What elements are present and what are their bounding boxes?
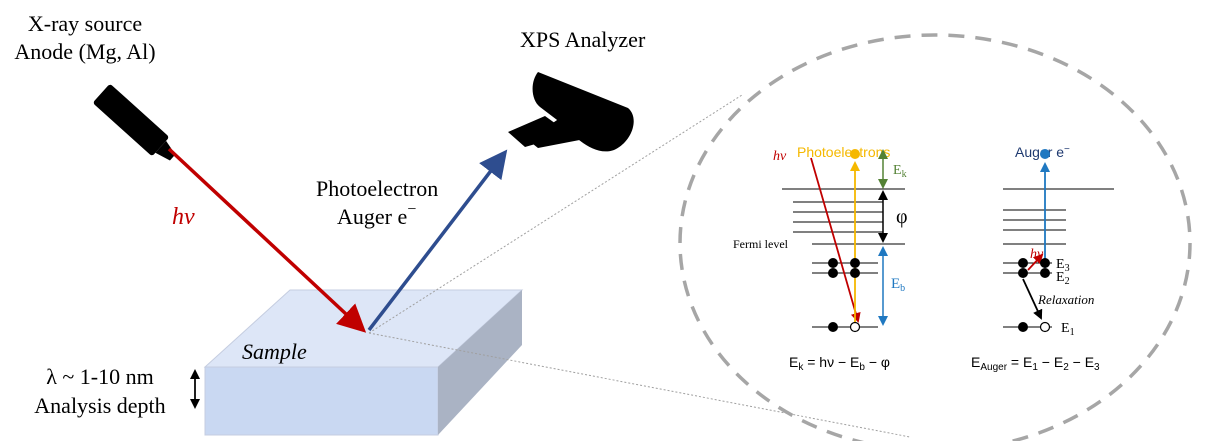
photo-emitted-electron <box>850 149 860 159</box>
analyzer-label: XPS Analyzer <box>520 27 646 52</box>
e1-label: E1 <box>1061 321 1075 338</box>
emission-label-line1: Photoelectron <box>316 176 438 201</box>
photo-core-hole <box>849 321 861 333</box>
relaxation-arrow <box>1022 278 1043 320</box>
xray-source-icon <box>93 84 176 161</box>
photo-title: Photoelectrons <box>797 144 890 160</box>
photo-ek-label: Ek <box>893 163 907 180</box>
auger-hv-label: hv <box>1030 247 1044 262</box>
xps-analyzer-icon <box>508 72 634 152</box>
zoom-line-top <box>368 94 743 334</box>
auger-core-hole <box>1039 321 1051 333</box>
photo-phi-label: φ <box>896 206 908 228</box>
e3-label: E3 <box>1056 257 1070 274</box>
relaxation-label: Relaxation <box>1037 292 1094 307</box>
source-label-line2: Anode (Mg, Al) <box>14 39 155 64</box>
photoelectron-panel: Photoelectrons hv Ek φ Eb <box>733 144 908 373</box>
source-label-line1: X-ray source <box>28 11 142 36</box>
zoom-ellipse <box>678 33 1192 441</box>
sample-label: Sample <box>242 339 307 364</box>
depth-label-line1: λ ~ 1-10 nm <box>46 364 154 389</box>
emitted-electron-arrow <box>367 149 508 332</box>
fermi-level-label: Fermi level <box>733 237 789 251</box>
photo-hv-arrow <box>810 157 861 323</box>
auger-emitted-electron <box>1040 149 1050 159</box>
auger-panel: Auger e− hv Relaxation E3 E2 E1 <box>971 144 1114 373</box>
emission-label-line2: Auger e− <box>337 201 416 229</box>
photo-hv-label: hv <box>773 149 787 164</box>
photo-eb-label: Eb <box>891 276 905 294</box>
sample-block <box>203 289 524 436</box>
e2-label: E2 <box>1056 270 1070 287</box>
photo-energy-levels <box>782 188 905 328</box>
hv-label: hv <box>172 204 195 230</box>
depth-label-line2: Analysis depth <box>34 393 165 418</box>
auger-title: Auger e− <box>1015 144 1070 160</box>
auger-equation: EAuger = E1 − E2 − E3 <box>971 354 1100 373</box>
xray-beam-arrow <box>167 147 367 333</box>
photo-equation: Ek = hν − Eb − φ <box>789 354 890 373</box>
